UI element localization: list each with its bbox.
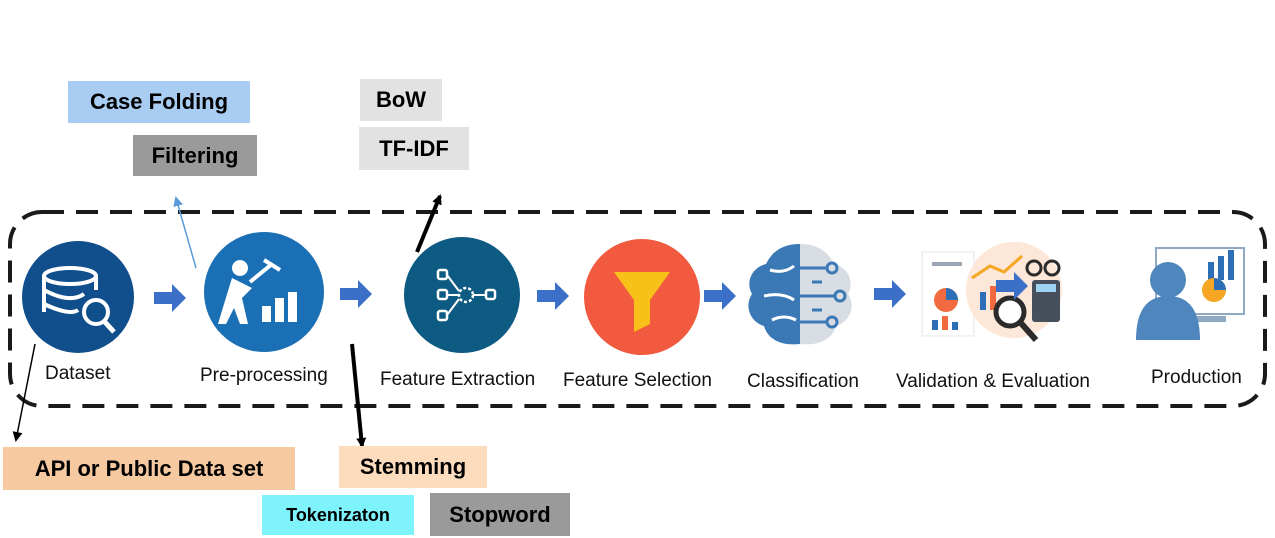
tag-tokenization: Tokenizaton bbox=[262, 495, 414, 535]
flow-arrow bbox=[874, 280, 906, 308]
flow-arrow bbox=[704, 282, 736, 310]
stage-label-classification: Classification bbox=[747, 371, 859, 392]
stage-label-feature-selection: Feature Selection bbox=[563, 370, 712, 391]
tag-bow: BoW bbox=[360, 79, 442, 121]
database-search-icon bbox=[22, 241, 134, 353]
flow-arrows bbox=[154, 272, 1028, 312]
stage-label-production: Production bbox=[1151, 367, 1242, 388]
tag-tfidf: TF-IDF bbox=[359, 127, 469, 170]
stage-label-validation: Validation & Evaluation bbox=[896, 371, 1090, 392]
analytics-magnifier-icon bbox=[921, 242, 1062, 342]
flow-arrow bbox=[996, 272, 1028, 300]
tag-api-public-dataset: API or Public Data set bbox=[3, 447, 295, 490]
flow-arrow bbox=[537, 282, 569, 310]
pipeline-frame bbox=[8, 210, 1267, 408]
connector-extraction-tfidf bbox=[415, 194, 442, 253]
connector-preprocessing-stemming bbox=[350, 343, 367, 448]
funnel-icon bbox=[584, 239, 700, 355]
stage-label-feature-extraction: Feature Extraction bbox=[380, 369, 536, 390]
stage-label-dataset: Dataset bbox=[45, 363, 111, 384]
tag-stemming: Stemming bbox=[339, 446, 487, 488]
tag-filtering: Filtering bbox=[133, 135, 257, 176]
worker-chart-icon bbox=[204, 232, 324, 352]
connector-preprocessing-filtering bbox=[173, 196, 197, 269]
flow-arrow bbox=[154, 284, 186, 312]
connector-dataset-api bbox=[12, 343, 36, 442]
stage-label-preprocessing: Pre-processing bbox=[200, 365, 328, 386]
user-dashboard-icon bbox=[1136, 247, 1245, 340]
network-gear-icon bbox=[404, 237, 520, 353]
flow-arrow bbox=[340, 280, 372, 308]
tag-case-folding: Case Folding bbox=[68, 81, 250, 123]
brain-circuit-icon bbox=[748, 244, 852, 345]
tag-stopword: Stopword bbox=[430, 493, 570, 536]
